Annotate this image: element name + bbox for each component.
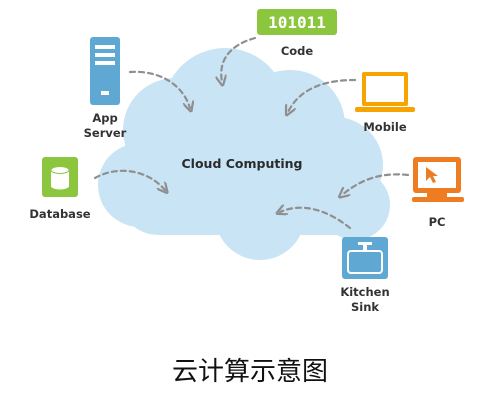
arrow-pc	[342, 173, 410, 195]
code-binary-text: 101011	[268, 13, 326, 32]
laptop-icon	[355, 72, 415, 112]
app-server-label-line1: App	[92, 111, 117, 125]
node-app-server: App Server	[84, 37, 127, 140]
kitchen-sink-label-line2: Sink	[351, 300, 379, 314]
arrow-code	[221, 36, 257, 82]
node-database: Database	[29, 157, 91, 221]
pc-label: PC	[429, 215, 446, 229]
server-icon	[90, 37, 120, 105]
arrow-kitchen-sink	[280, 208, 352, 230]
node-pc: PC	[412, 157, 464, 229]
cloud-computing-label: Cloud Computing	[182, 156, 303, 171]
code-label: Code	[281, 44, 314, 58]
app-server-label-line2: Server	[84, 126, 127, 140]
connection-arrows	[93, 36, 410, 230]
node-code: 101011 Code	[257, 9, 337, 58]
node-mobile: Mobile	[355, 72, 415, 134]
database-label: Database	[29, 207, 90, 221]
monitor-icon	[412, 157, 464, 202]
sink-icon	[342, 237, 388, 279]
cloud-shape	[98, 48, 390, 260]
diagram-caption: 云计算示意图	[172, 357, 328, 387]
node-kitchen-sink: Kitchen Sink	[340, 237, 390, 314]
binary-code-icon	[257, 9, 337, 35]
arrow-database	[93, 169, 165, 190]
arrow-mobile	[288, 78, 357, 112]
database-icon	[42, 157, 78, 197]
mobile-label: Mobile	[363, 120, 406, 134]
kitchen-sink-label-line1: Kitchen	[340, 285, 389, 299]
arrow-app-server	[128, 70, 190, 108]
